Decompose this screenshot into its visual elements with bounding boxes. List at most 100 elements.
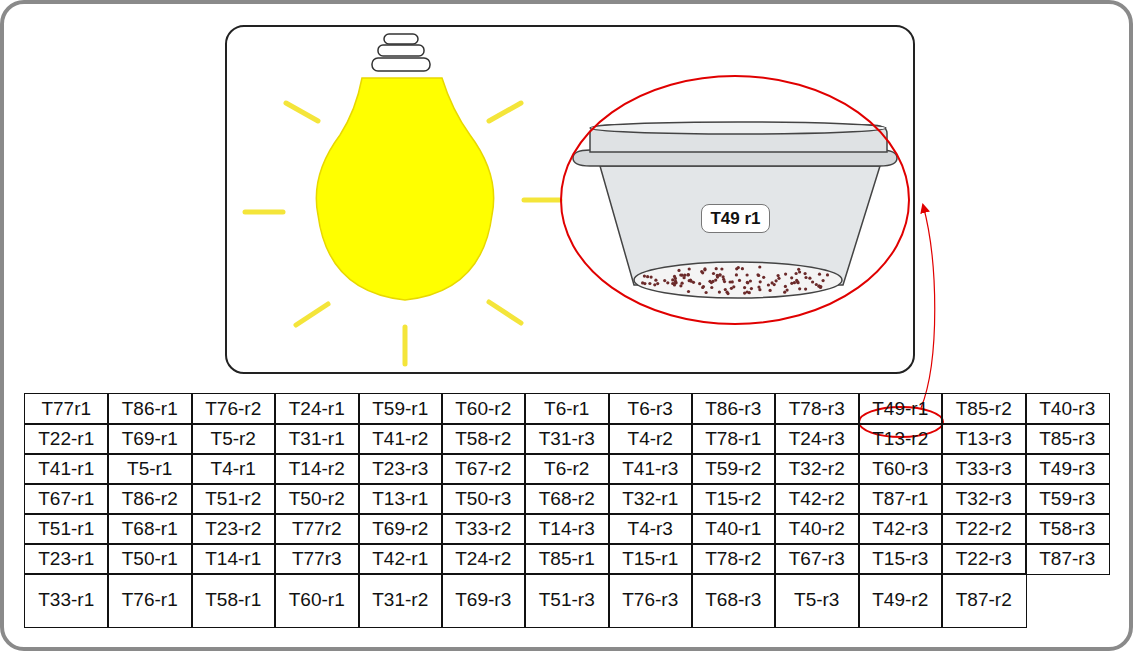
cell-text: T32-r3 <box>956 488 1012 510</box>
cell-text: T67-r2 <box>455 458 511 480</box>
cell-text: T40-r2 <box>789 518 845 540</box>
table-cell: T67-r1 <box>24 483 109 515</box>
cell-text: T51-r2 <box>205 488 261 510</box>
table-cell: T42-r3 <box>858 513 943 545</box>
cell-text: T6-r3 <box>628 398 673 420</box>
cell-text: T68-r3 <box>705 589 761 611</box>
table-cell: T14-r2 <box>274 453 360 485</box>
cell-text: T69-r3 <box>455 589 511 611</box>
table-cell: T40-r2 <box>774 513 860 545</box>
table-cell: T68-r3 <box>691 573 776 628</box>
highlight-ellipse <box>561 76 909 324</box>
cell-text: T33-r1 <box>38 589 94 611</box>
cell-text: T49-r2 <box>872 589 928 611</box>
table-cell: T13-r1 <box>358 483 443 515</box>
cell-text: T14-r1 <box>205 548 261 570</box>
cell-text: T69-r1 <box>122 428 178 450</box>
cell-text: T85-r1 <box>539 548 595 570</box>
cell-text: T32-r2 <box>789 458 845 480</box>
table-cell: T50-r3 <box>441 483 526 515</box>
cell-text: T13-r3 <box>956 428 1012 450</box>
cell-text: T41-r2 <box>372 428 428 450</box>
cell-text: T77r1 <box>41 398 91 420</box>
table-cell: T86-r3 <box>691 393 776 425</box>
table-cell: T51-r3 <box>524 573 610 628</box>
table-cell: T31-r2 <box>358 573 443 628</box>
table-cell: T23-r1 <box>24 543 109 575</box>
table-cell: T24-r2 <box>441 543 526 575</box>
cell-text: T51-r1 <box>38 518 94 540</box>
seeds <box>641 265 829 295</box>
table-cell: T87-r1 <box>858 483 943 515</box>
cell-text: T59-r3 <box>1039 488 1095 510</box>
cell-text: T85-r3 <box>1039 428 1095 450</box>
table-cell: T13-r3 <box>941 423 1027 455</box>
light-bulb <box>316 78 493 300</box>
table-cell: T22-r3 <box>941 543 1027 575</box>
table-cell: T78-r1 <box>691 423 776 455</box>
table-cell: T41-r2 <box>358 423 443 455</box>
table-cell: T40-r3 <box>1025 393 1110 425</box>
cell-text: T50-r1 <box>122 548 178 570</box>
cell-text: T4-r2 <box>628 428 673 450</box>
cell-text: T6-r1 <box>544 398 589 420</box>
table-cell: T59-r3 <box>1025 483 1110 515</box>
table-cell: T40-r1 <box>691 513 776 545</box>
table-cell: T58-r1 <box>191 573 276 628</box>
cell-text: T60-r3 <box>872 458 928 480</box>
cell-text: T14-r2 <box>289 458 345 480</box>
cell-text: T40-r3 <box>1039 398 1095 420</box>
cell-text: T41-r3 <box>622 458 678 480</box>
cell-text: T50-r2 <box>289 488 345 510</box>
cell-text: T86-r2 <box>122 488 178 510</box>
cell-text: T67-r1 <box>38 488 94 510</box>
table-cell: T77r3 <box>274 543 360 575</box>
cell-text: T68-r1 <box>122 518 178 540</box>
table-cell: T6-r2 <box>524 453 610 485</box>
cell-text: T22-r1 <box>38 428 94 450</box>
table-cell: T59-r1 <box>358 393 443 425</box>
pot-label: T49 r1 <box>701 204 770 233</box>
cell-text: T58-r3 <box>1039 518 1095 540</box>
table-cell: T60-r3 <box>858 453 943 485</box>
cell-text: T76-r1 <box>122 589 178 611</box>
cell-text: T23-r3 <box>372 458 428 480</box>
table-cell: T86-r1 <box>107 393 193 425</box>
cell-text: T50-r3 <box>455 488 511 510</box>
cell-text: T86-r3 <box>705 398 761 420</box>
cell-text: T69-r2 <box>372 518 428 540</box>
cell-text: T15-r2 <box>705 488 761 510</box>
table-cell: T51-r2 <box>191 483 276 515</box>
cell-text: T33-r2 <box>455 518 511 540</box>
table-cell: T33-r2 <box>441 513 526 545</box>
table-cell: T68-r2 <box>524 483 610 515</box>
cell-text: T78-r1 <box>705 428 761 450</box>
table-cell: T6-r1 <box>524 393 610 425</box>
label-text: T49 r1 <box>710 209 760 229</box>
table-cell: T32-r2 <box>774 453 860 485</box>
cell-text: T33-r3 <box>956 458 1012 480</box>
table-cell: T31-r1 <box>274 423 360 455</box>
table-cell: T87-r3 <box>1025 543 1110 575</box>
cell-text: T67-r3 <box>789 548 845 570</box>
pointer-arrow <box>921 205 935 408</box>
cell-text: T76-r3 <box>622 589 678 611</box>
table-cell: T23-r3 <box>358 453 443 485</box>
table-cell: T13-r2 <box>858 423 943 455</box>
cell-text: T23-r1 <box>38 548 94 570</box>
table-cell: T76-r3 <box>608 573 693 628</box>
table-cell: T69-r3 <box>441 573 526 628</box>
table-cell: T50-r1 <box>107 543 193 575</box>
cell-text: T77r3 <box>292 548 342 570</box>
cell-text: T4-r3 <box>628 518 673 540</box>
table-cell: T41-r3 <box>608 453 693 485</box>
cell-text: T15-r3 <box>872 548 928 570</box>
table-cell: T77r2 <box>274 513 360 545</box>
cell-text: T78-r2 <box>705 548 761 570</box>
cell-text: T78-r3 <box>789 398 845 420</box>
cell-text: T31-r1 <box>289 428 345 450</box>
cell-text: T5-r2 <box>211 428 256 450</box>
table-cell: T58-r2 <box>441 423 526 455</box>
bulb-base <box>372 34 430 71</box>
